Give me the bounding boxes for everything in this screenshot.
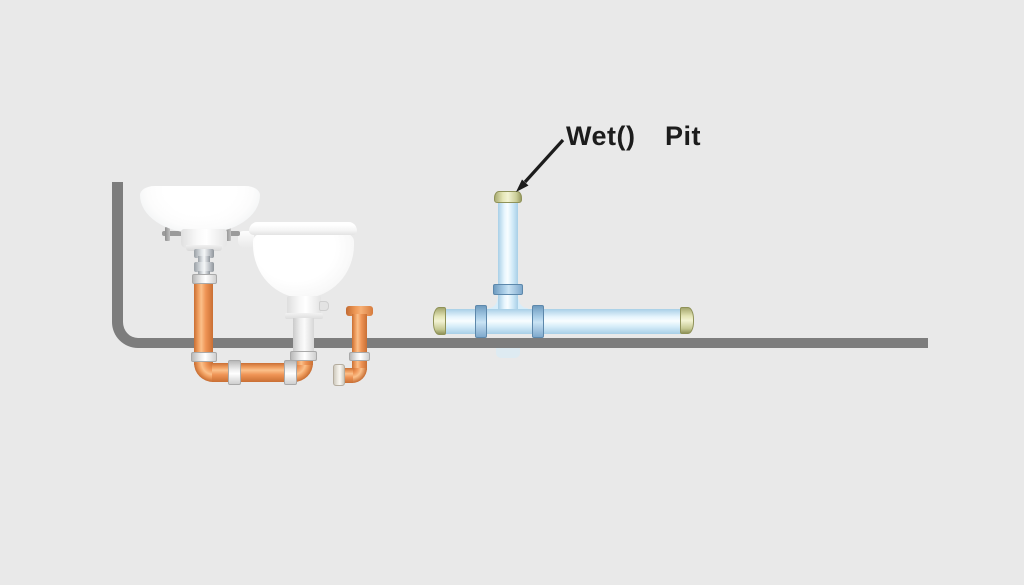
toilet-rim	[249, 222, 357, 235]
sink-drain-pipe-vertical	[194, 281, 213, 365]
wet-vent-left-cap	[433, 307, 446, 335]
vent-stub-end-flange	[333, 364, 345, 386]
toilet-outlet-nub	[319, 301, 329, 311]
label-pit: Pit	[665, 121, 702, 151]
vent-stub-coupling	[349, 352, 370, 361]
wet-vent-tee-fillet-left	[488, 299, 498, 309]
vent-stub-top-flange	[346, 306, 373, 316]
vent-stub-pipe-vertical	[352, 314, 367, 370]
drain-coupling-right	[284, 360, 297, 385]
sink-mounting-bolt-right	[226, 227, 231, 241]
wall-floor-line	[112, 182, 928, 348]
vent-stub-elbow	[352, 368, 367, 383]
wet-vent-right-cap	[680, 307, 694, 334]
wet-vent-tee-fillet-right	[518, 299, 528, 309]
toilet-pipe-coupling	[290, 351, 317, 361]
wet-vent-coupling-right	[532, 305, 544, 338]
toilet-outlet-pipe	[293, 318, 314, 353]
sink-tailpiece-ring	[194, 262, 214, 272]
sink-trap-coupling	[192, 274, 217, 284]
sink-drain-flange	[181, 229, 227, 248]
wet-vent-under-floor-shadow	[496, 348, 520, 358]
wet-vent-coupling-left	[475, 305, 487, 338]
sink-pipe-coupling	[191, 352, 217, 362]
wet-vent-vertical-pipe	[498, 201, 518, 313]
sink-drain-elbow	[194, 363, 213, 382]
drain-coupling-left	[228, 360, 241, 385]
drain-pipe-horizontal	[212, 363, 295, 382]
toilet-outlet-lip	[285, 313, 323, 319]
sink-mounting-bolt-left	[165, 227, 170, 241]
annotation-arrow-icon	[516, 138, 565, 192]
label-wet-vent: Wet()	[566, 121, 636, 151]
sink-tailpiece-nut	[194, 249, 214, 258]
wet-vent-top-cap	[494, 191, 522, 203]
vent-stub-outlet	[344, 368, 353, 383]
sink-drain-flange-lip	[186, 245, 222, 251]
wet-vent-vertical-coupling	[493, 284, 523, 295]
toilet-left-nub	[238, 231, 254, 248]
